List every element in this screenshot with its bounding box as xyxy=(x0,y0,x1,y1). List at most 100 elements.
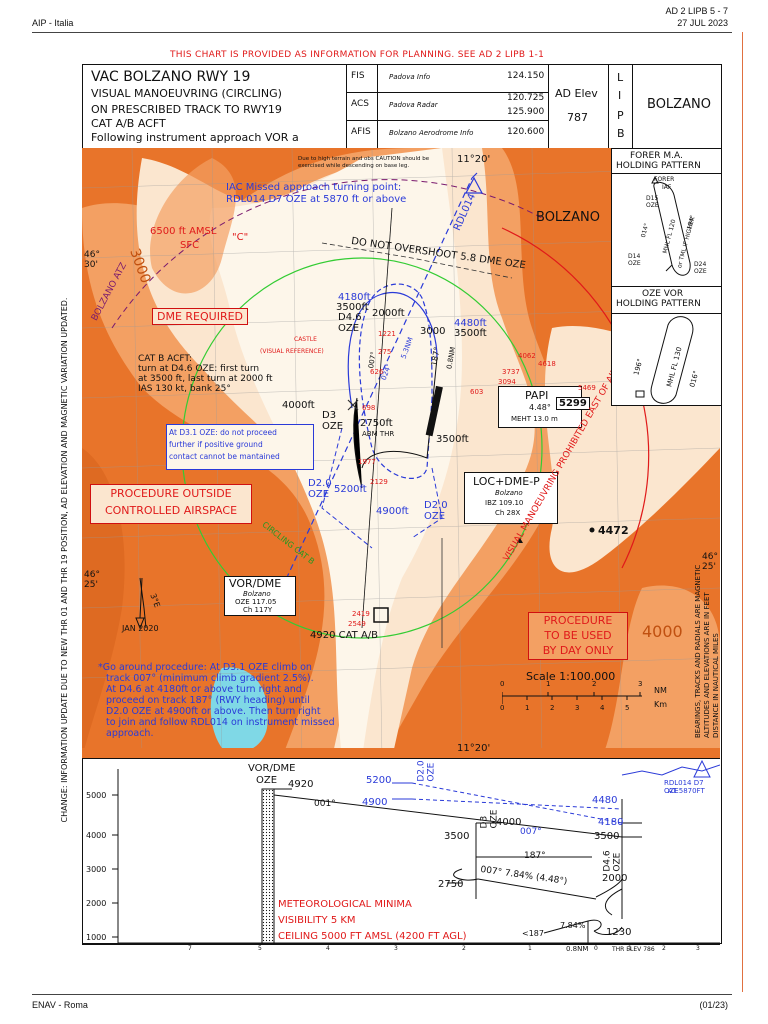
fis-id: FIS xyxy=(351,71,365,81)
lat-left-2: 46° 25' xyxy=(84,570,100,590)
scale-nm-3: 3 xyxy=(638,680,643,688)
xtick-4: 4 xyxy=(326,945,330,952)
pf-3500: 3500 xyxy=(444,831,470,842)
forer-oze: OZE xyxy=(646,202,659,209)
go-around-2: track 007° (minimum climb gradient 2.5%)… xyxy=(106,673,314,684)
oze-title-1: OZE VOR xyxy=(642,289,684,299)
icao-b: B xyxy=(617,127,625,140)
proc-outside-2: CONTROLLED AIRSPACE xyxy=(104,504,238,517)
loc-dme-label: LOC+DME-P xyxy=(473,475,540,488)
pf-vordme: VOR/DME xyxy=(248,763,296,774)
map-d46: D4.6 OZE xyxy=(338,312,362,334)
scale-km-5: 5 xyxy=(625,704,630,712)
vor-dme-label: VOR/DME xyxy=(229,577,282,590)
fis-freq: 124.150 xyxy=(507,71,545,81)
warn-d31-3: contact cannot be mantained xyxy=(169,452,280,461)
icao-l: L xyxy=(617,71,624,84)
pf-y3000: 3000 xyxy=(86,865,107,874)
scale-nm: NM xyxy=(654,686,667,695)
pf-d46: D4.6 OZE xyxy=(602,850,623,872)
pf-4920: 4920 xyxy=(288,779,314,790)
afis-name: Bolzano Aerodrome Info xyxy=(389,129,474,137)
forer-d24: D24 xyxy=(694,261,707,268)
papi-meht: MEHT 13.0 m xyxy=(511,415,558,423)
elev-603: 603 xyxy=(470,388,484,396)
papi-label: PAPI xyxy=(525,389,549,402)
proc-outside-1: PROCEDURE OUTSIDE xyxy=(110,487,232,500)
scale-km-2: 2 xyxy=(550,704,555,712)
go-around-5: D2.0 OZE at 4900ft or above. Then turn r… xyxy=(106,706,321,717)
footer-left: ENAV - Roma xyxy=(32,1000,88,1010)
title-line-5: Following instrument approach VOR a xyxy=(91,131,299,144)
pf-grad2: 7.84% xyxy=(560,921,586,930)
pf-y1000: 1000 xyxy=(86,933,107,942)
pf-4480: 4480 xyxy=(592,795,618,806)
elev-3094: 3094 xyxy=(498,378,516,386)
vor-ch: Ch 117Y xyxy=(243,606,273,614)
pf-d20: D2.0 OZE xyxy=(416,760,437,782)
go-around-6: to join and follow RDL014 on instrument … xyxy=(106,717,335,728)
xtick-3: 3 xyxy=(394,945,398,952)
proc-day-1: PROCEDURE xyxy=(543,614,613,627)
elev-4618: 4618 xyxy=(538,360,556,368)
profile-xaxis: 7 5 4 3 2 1 0 1 2 3 THR ELEV 786 xyxy=(82,944,720,955)
elev-5469: 5469 xyxy=(578,384,596,392)
change-note: CHANGE: INFORMATION UPDATE DUE TO NEW TH… xyxy=(60,297,69,823)
dme-required: DME REQUIRED xyxy=(152,308,249,325)
coord-bottom: 11°20' xyxy=(457,743,491,754)
ad-elev-block: AD Elev 787 xyxy=(548,64,610,150)
go-around-4: proceed on track 187° (RWY heading) unti… xyxy=(106,695,310,706)
forer-iaf: IAF xyxy=(662,184,672,191)
xtick-7: 7 xyxy=(188,945,192,952)
icao-p: P xyxy=(617,109,624,122)
pf-001: 001° xyxy=(314,799,336,809)
iac-missed-2: RDL014 D7 OZE at 5870 ft or above xyxy=(226,194,407,205)
bearings-note: BEARINGS, TRACKS AND RADIALS ARE MAGNETI… xyxy=(694,564,720,738)
pf-dist08: 0.8NM xyxy=(566,945,589,953)
map-2000: 2000ft xyxy=(372,308,405,319)
ad-elev-value: 787 xyxy=(567,111,588,124)
icao-block: L I P B xyxy=(608,64,634,150)
map-abm-thr: ABM THR xyxy=(362,430,395,438)
oze-title-2: HOLDING PATTERN xyxy=(616,299,701,309)
map-d20-right: D2.0 OZE xyxy=(424,500,448,522)
airspace-c-2: "C" xyxy=(232,232,249,243)
warn-d31-2: further if positive ground xyxy=(169,440,263,449)
right-margin-rule xyxy=(742,32,743,992)
planning-notice: THIS CHART IS PROVIDED AS INFORMATION FO… xyxy=(170,50,545,60)
map-d3: D3 OZE xyxy=(322,410,344,432)
castle-2: (VISUAL REFERENCE) xyxy=(260,348,324,355)
scale-km-3: 3 xyxy=(575,704,580,712)
forer-title-1: FORER M.A. xyxy=(630,151,683,161)
iac-missed-1: IAC Missed approach turning point: xyxy=(226,182,402,193)
map-d20-left: D2.0 OZE xyxy=(308,478,332,500)
forer-oze2: OZE xyxy=(628,260,641,267)
go-around-1: *Go around procedure: At D3.1 OZE climb … xyxy=(98,662,312,673)
oze-inset: OZE VOR HOLDING PATTERN 196° MHL FL 130 … xyxy=(611,286,722,406)
proc-outside: PROCEDURE OUTSIDE CONTROLLED AIRSPACE xyxy=(90,484,252,524)
fis-name: Padova Info xyxy=(389,73,431,81)
xtick-2b: 2 xyxy=(662,945,666,952)
scale-km-1: 1 xyxy=(525,704,530,712)
icao-i: I xyxy=(618,89,622,102)
acs-id: ACS xyxy=(351,99,369,109)
elev-626: 626 xyxy=(370,368,384,376)
airspace-c-3: SFC xyxy=(180,240,200,251)
vor-dme-box: VOR/DME Bolzano OZE 117.05 Ch 117Y xyxy=(224,576,296,616)
pf-met-1: METEOROLOGICAL MINIMA xyxy=(278,899,412,910)
cat-b-3: at 3500 ft, last turn at 2000 ft xyxy=(138,374,273,384)
city-name: BOLZANO xyxy=(647,97,711,112)
pf-187b: <187 xyxy=(522,929,544,938)
title-line-2: VISUAL MANOEUVRING (CIRCLING) xyxy=(91,87,282,100)
scale-bar xyxy=(502,692,652,708)
pf-y5000: 5000 xyxy=(86,791,107,800)
proc-day-box: PROCEDURE TO BE USED BY DAY ONLY xyxy=(528,612,628,660)
header-right-2: 27 JUL 2023 xyxy=(677,18,728,28)
elev-4000: 4000 xyxy=(642,622,683,641)
pf-2750: 2750 xyxy=(438,879,464,890)
scale-nm-2: 2 xyxy=(592,680,597,688)
airspace-c-1: 6500 ft AMSL xyxy=(150,226,217,237)
pf-4180: 4180 xyxy=(598,817,624,828)
scale-km-4: 4 xyxy=(600,704,605,712)
cat-b-1: CAT B ACFT: xyxy=(138,354,192,364)
